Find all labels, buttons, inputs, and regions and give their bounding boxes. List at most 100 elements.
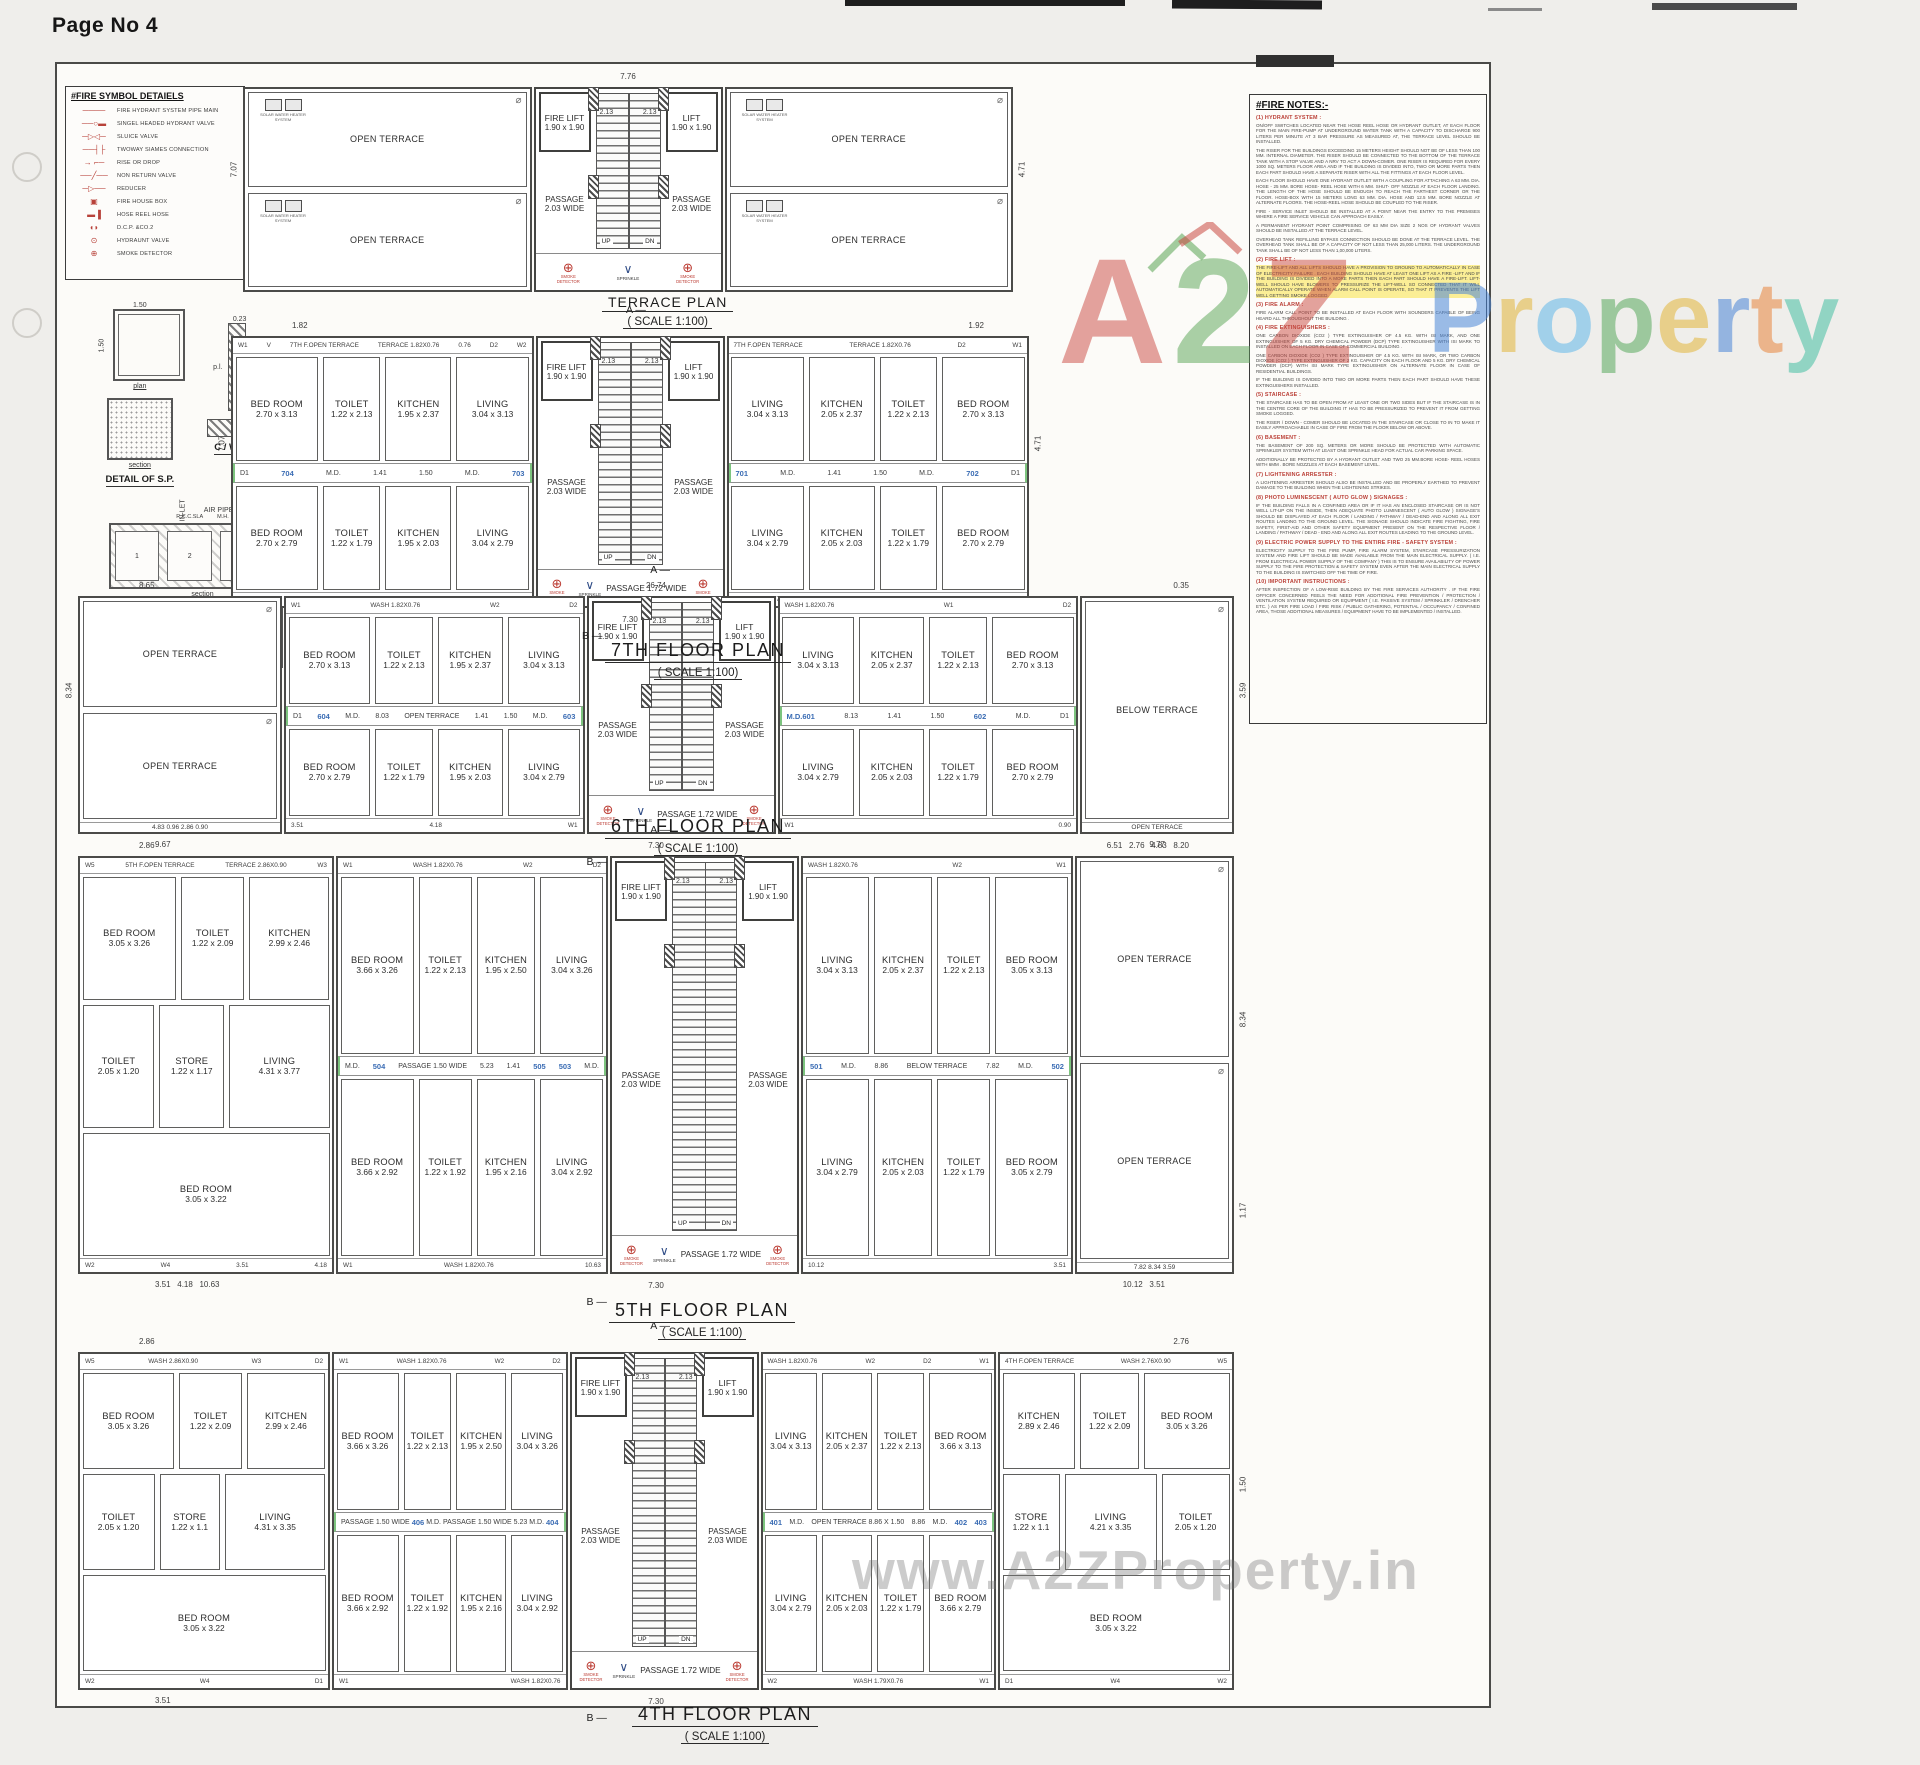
room-size: 2.70 x 2.79 <box>1011 772 1054 782</box>
room-name: LIVING <box>775 1593 807 1603</box>
plan-title-text: 6TH FLOOR PLAN <box>605 816 792 839</box>
room-name: TOILET <box>941 650 975 660</box>
strip-label: 5.23 <box>479 1062 494 1070</box>
strip-label: 602 <box>973 711 987 721</box>
icon-label: SMOKE DETECTOR <box>596 815 620 826</box>
icon-label: SPRINKLE <box>652 1258 676 1263</box>
room-size: 3.66 x 3.26 <box>356 965 398 975</box>
solar-panel <box>284 99 302 111</box>
room-name: KITCHEN <box>264 1410 308 1421</box>
room-size: 1.22 x 2.09 <box>189 1420 232 1431</box>
page-title: Page No 4 <box>52 14 159 37</box>
legend-label: TWOWAY SIAMES CONNECTION <box>117 146 209 153</box>
room-name: LIVING <box>775 1431 807 1441</box>
fire-lift-label: FIRE LIFT <box>546 361 587 372</box>
strip-label: PASSAGE 1.50 WIDE <box>341 1518 410 1526</box>
solar-water-heater-icon: SOLAR WATER HEATER SYSTEM <box>739 99 791 122</box>
solar-panels <box>264 199 302 212</box>
room-size: 1.95 x 2.03 <box>397 537 440 548</box>
strip-label: 1.41 <box>373 469 387 477</box>
note-paragraph: OVERHEAD TANK REFILLING BYPASS CONNECTIO… <box>1256 236 1480 253</box>
smoke-detector-icon: ⊕SMOKE DETECTOR <box>669 261 707 284</box>
fire-lift-label: FIRE LIFT <box>597 621 638 632</box>
dimension-label: 10.12 3.51 <box>1122 1280 1165 1289</box>
stairs-up-label: UP <box>601 554 615 561</box>
strip-label: W2 <box>522 862 533 869</box>
room-size: 2.05 x 2.37 <box>820 408 863 419</box>
stairs-dn-label: DN <box>679 1636 693 1643</box>
dimension-label: 2.86 <box>139 1337 155 1346</box>
passage-line: 2.03 WIDE <box>707 1535 748 1545</box>
st-mh-label: M.H. <box>217 514 229 520</box>
strip-label: WASH 1.82X0.76 <box>370 602 421 609</box>
room-size: 1.22 x 1.79 <box>383 772 425 782</box>
room-size: 3.04 x 2.79 <box>770 1603 812 1613</box>
note-paragraph: THE BASEMENT OF 200 SQ. METERS OR MORE S… <box>1256 442 1480 454</box>
room-name: KITCHEN <box>825 1593 868 1603</box>
room-name: TOILET <box>941 762 975 772</box>
lift-dim: 2.13 <box>644 358 659 365</box>
room-name: LIVING <box>521 1431 553 1441</box>
strip-label: 3.51 <box>1053 1262 1066 1269</box>
room-size: 2.70 x 3.13 <box>1011 660 1054 670</box>
wall-hatch <box>659 424 671 448</box>
room-name: TOILET <box>1178 1511 1213 1522</box>
strip-label: WASH 1.82X0.76 <box>396 1358 447 1365</box>
sp-title: DETAIL OF S.P. <box>105 474 175 487</box>
room-size: 2.70 x 2.79 <box>256 537 298 548</box>
strip-label: W1 <box>784 822 795 829</box>
solar-label: SOLAR WATER HEATER SYSTEM <box>260 112 306 122</box>
wall-hatch <box>657 87 669 111</box>
watermark-letter: t <box>1750 262 1784 374</box>
note-heading: (5) STAIRCASE : <box>1256 392 1302 399</box>
legend-items: ────FIRE HYDRANT SYSTEM PIPE MAIN──○▬SIN… <box>71 104 239 260</box>
fire-symbol-icon: ─▷◁─ <box>82 132 106 141</box>
room-size: 1.22 x 2.13 <box>331 408 373 419</box>
passage-172-label: PASSAGE 1.72 WIDE <box>640 1665 721 1675</box>
strip-label: V <box>266 342 271 349</box>
lift-label: LIFT <box>759 881 777 892</box>
icon-glyph: ∨ <box>623 262 633 276</box>
room-size: 3.04 x 2.79 <box>816 1167 858 1177</box>
dimension-label: 1.82 <box>292 321 308 330</box>
room-name: KITCHEN <box>460 1593 503 1603</box>
section-marker-a: A — <box>650 824 671 836</box>
strip-label: W1 <box>979 1358 989 1365</box>
room-size: 2.70 x 2.79 <box>962 537 1004 548</box>
strip-label: 1.41 <box>887 712 902 720</box>
room-name: LIVING <box>476 527 509 538</box>
legend-label: SLUICE VALVE <box>117 133 159 140</box>
strip-label: 3.51 <box>291 822 304 829</box>
strip-label: 403 <box>974 1517 987 1527</box>
sprinkle-icon: ∨SPRINKLE <box>624 805 657 824</box>
dimension-label: 3.51 4.18 10.63 <box>155 1280 220 1289</box>
smoke-detector-icon: ⊕SMOKE DETECTOR <box>721 1659 754 1682</box>
screw-mark-icon: ⌀ <box>1217 1066 1224 1077</box>
plan-scale-text: ( SCALE 1:100) <box>653 667 743 680</box>
room-size: 3.05 x 3.26 <box>107 1420 150 1431</box>
note-heading: (7) LIGHTENING ARRESTER : <box>1256 471 1337 478</box>
note-paragraph: THE RISER / DOWN - COMER SHOULD BE LOCAT… <box>1256 419 1480 431</box>
